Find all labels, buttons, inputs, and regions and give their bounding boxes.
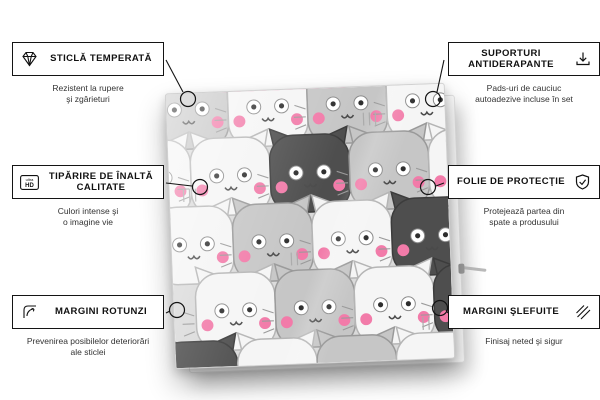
callout-box: MARGINI ROTUNZI [12, 295, 164, 329]
polished-edge-icon [573, 304, 592, 321]
protective-shield-icon [573, 174, 592, 191]
callout-title: MARGINI ŞLEFUITE [462, 306, 560, 318]
product-image [164, 82, 456, 370]
callout-description: Culori intense şi o imagine vie [57, 206, 119, 228]
connector-line [165, 59, 184, 93]
callout-rounded-corners: MARGINI ROTUNZI Prevenirea posibilelor d… [12, 295, 164, 359]
callout-description: Rezistent la rupere şi zgârieturi [52, 83, 124, 105]
callout-box: ultra HD TIPĂRIRE DE ÎNALTĂ CALITATE [12, 165, 164, 199]
cat-pattern-illustration [165, 83, 455, 369]
callout-box: STICLĂ TEMPERATĂ [12, 42, 164, 76]
callout-protective-film: FOLIE DE PROTECŢIE Protejează partea din… [448, 165, 600, 229]
callout-box: MARGINI ŞLEFUITE [448, 295, 600, 329]
callout-box: FOLIE DE PROTECŢIE [448, 165, 600, 199]
callout-description: Finisaj neted şi sigur [485, 336, 563, 346]
callout-title: SUPORTURI ANTIDERAPANTE [468, 47, 554, 70]
callout-title: TIPĂRIRE DE ÎNALTĂ CALITATE [48, 170, 154, 193]
callout-title: FOLIE DE PROTECŢIE [456, 176, 565, 188]
anti-slip-pads-icon [573, 51, 592, 68]
callout-hd-print: ultra HD TIPĂRIRE DE ÎNALTĂ CALITATE Cul… [12, 165, 164, 229]
svg-text:ultra: ultra [26, 177, 35, 182]
callout-tempered-glass: STICLĂ TEMPERATĂ Rezistent la rupere şi … [12, 42, 164, 106]
cord-nub [458, 263, 465, 274]
rounded-corner-icon [20, 304, 39, 321]
svg-text:HD: HD [25, 183, 34, 189]
diamond-icon [20, 51, 39, 68]
callout-description: Protejează partea din spate a produsului [483, 206, 565, 228]
callout-description: Pads-uri de cauciuc autoadezive incluse … [475, 83, 573, 105]
callout-box: SUPORTURI ANTIDERAPANTE [448, 42, 600, 76]
callout-description: Prevenirea posibilelor deteriorări ale s… [26, 336, 150, 358]
callout-title: MARGINI ROTUNZI [54, 306, 148, 318]
callout-title: STICLĂ TEMPERATĂ [50, 53, 152, 65]
connector-line [165, 310, 171, 314]
callout-polished-edges: MARGINI ŞLEFUITE Finisaj neted şi sigur [448, 295, 600, 347]
ultra-hd-icon: ultra HD [20, 174, 39, 191]
callout-anti-slip-pads: SUPORTURI ANTIDERAPANTE Pads-uri de cauc… [448, 42, 600, 106]
